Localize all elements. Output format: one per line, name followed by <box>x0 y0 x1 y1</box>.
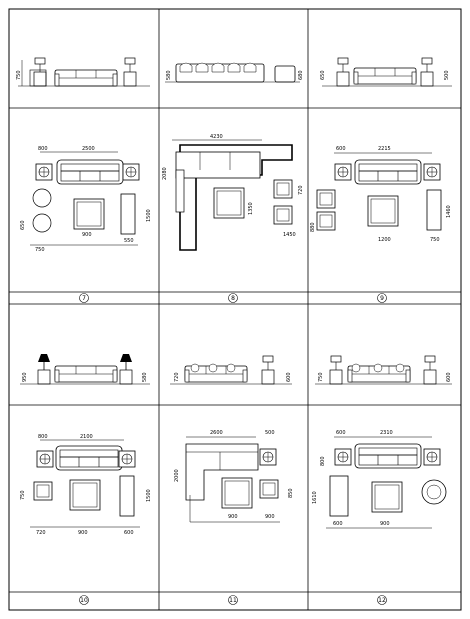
panel-11-elev-dim-b: 600 <box>286 372 292 382</box>
panel-10-dim-bottom-a: 720 <box>36 530 46 536</box>
panel-12-dim-left-a: 800 <box>320 456 326 466</box>
panel-7-dim-bottom-c: 750 <box>35 247 45 253</box>
panel-10-number: 10 <box>80 597 88 604</box>
panel-10-elev-dim-a: 950 <box>22 372 28 382</box>
panel-10-dim-top-b: 2100 <box>80 434 93 440</box>
panel-9-dim-left: 880 <box>310 222 316 232</box>
panel-11-dim-top-b: 500 <box>265 430 275 436</box>
panel-9-number: 9 <box>380 295 384 302</box>
panel-7-elev-dim: 750 <box>16 70 22 80</box>
panel-10-dim-left: 750 <box>20 490 26 500</box>
panel-12-label: 12 <box>377 595 387 605</box>
panel-10-plan: 800 2100 750 1500 720 900 600 <box>20 434 152 536</box>
panel-12-dim-bottom-a: 600 <box>333 521 343 527</box>
panel-11-dim-bottom-a: 900 <box>228 514 238 520</box>
panel-12-elev-dim-b: 600 <box>446 372 452 382</box>
panel-9-label: 9 <box>377 293 387 303</box>
panel-7-dim-right: 1500 <box>146 209 152 222</box>
panel-9-elevation: 650 500 <box>320 57 452 87</box>
panel-9-dim-top-b: 2215 <box>378 146 391 152</box>
panel-8-dim-right-b: 1450 <box>283 232 296 238</box>
panel-8-elev-dim-b: 680 <box>298 70 304 80</box>
panel-7-elevation: 750 <box>16 57 150 87</box>
panel-7-label: 7 <box>79 293 89 303</box>
panel-10-label: 10 <box>79 595 89 605</box>
panel-7-dim-bottom-b: 550 <box>124 238 134 244</box>
panel-8-dim-top: 4230 <box>210 134 223 140</box>
panel-9-dim-right-a: 1460 <box>446 205 452 218</box>
panel-10-elev-dim-b: 580 <box>142 372 148 382</box>
panel-10-dim-bottom-b: 900 <box>78 530 88 536</box>
panel-11-elev-dim-a: 720 <box>174 372 180 382</box>
panel-11-number: 11 <box>229 597 237 604</box>
panel-11-label: 11 <box>228 595 238 605</box>
panel-11-plan: 2600 500 2000 850 900 900 <box>174 430 294 523</box>
panel-9-dim-top-a: 600 <box>336 146 346 152</box>
panel-11-elevation: 720 600 <box>170 355 292 385</box>
panel-10-elevation: 950 580 <box>20 353 150 385</box>
panel-12-dim-top-b: 2310 <box>380 430 393 436</box>
panel-8-plan: 4230 2080 1350 720 1450 <box>162 134 304 251</box>
panel-11-dim-right: 850 <box>288 488 294 498</box>
panel-9-dim-right-b: 750 <box>430 237 440 243</box>
panel-8-elevation: 580 680 <box>165 62 304 83</box>
panel-7-dim-top-a: 800 <box>38 146 48 152</box>
panel-10-dim-bottom-c: 600 <box>124 530 134 536</box>
panel-7-dim-left: 650 <box>20 220 26 230</box>
panel-12-elev-dim-a: 750 <box>318 372 324 382</box>
panel-11-dim-left: 2000 <box>174 469 180 482</box>
panel-12-number: 12 <box>378 597 386 604</box>
panel-7-number: 7 <box>82 295 86 302</box>
panel-8-dim-center: 1350 <box>248 202 254 215</box>
panel-7-dim-top-b: 2500 <box>82 146 95 152</box>
panel-10-dim-right: 1500 <box>146 489 152 502</box>
panel-8-number: 8 <box>231 295 235 302</box>
panel-9-plan: 600 2215 880 1460 750 1200 <box>310 146 452 243</box>
panel-7-dim-bottom-a: 900 <box>82 232 92 238</box>
panel-8-elev-dim-a: 580 <box>166 70 172 80</box>
panel-7-plan: 800 2500 650 1500 900 550 750 <box>20 146 152 253</box>
panel-9-elev-dim-a: 650 <box>320 70 326 80</box>
panel-12-elevation: 750 600 <box>315 355 452 385</box>
panel-9-dim-bottom: 1200 <box>378 237 391 243</box>
panel-12-plan: 600 2310 800 1610 600 900 <box>312 430 447 529</box>
panel-11-dim-bottom-b: 900 <box>265 514 275 520</box>
panel-8-label: 8 <box>228 293 238 303</box>
panel-9-elev-dim-b: 500 <box>444 70 450 80</box>
panel-12-dim-bottom-b: 900 <box>380 521 390 527</box>
panel-8-dim-right-a: 720 <box>298 185 304 195</box>
sheet-frame <box>8 8 462 611</box>
panel-11-dim-top-a: 2600 <box>210 430 223 436</box>
panel-8-dim-left: 2080 <box>162 167 168 180</box>
panel-10-dim-top-a: 800 <box>38 434 48 440</box>
panel-12-dim-left-b: 1610 <box>312 491 318 504</box>
panel-12-dim-top-a: 600 <box>336 430 346 436</box>
